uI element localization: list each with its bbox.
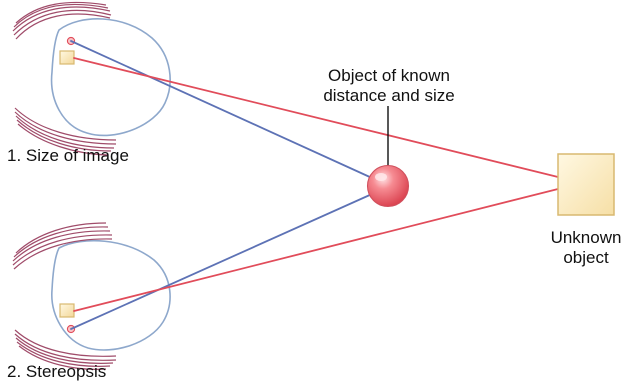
unknown-object-label-line-2: object (563, 248, 609, 267)
top-red-ray (73, 57, 559, 178)
bottom-eye-retinal-image-square (59, 303, 75, 318)
top-eye (12, 1, 171, 156)
known-object-label-line-2: distance and size (323, 86, 455, 105)
top-blue-ray (70, 40, 373, 179)
unknown-object-square (557, 153, 615, 216)
top-eyelashes-upper (12, 1, 112, 40)
bottom-eyelashes-upper (12, 222, 113, 270)
top-eyelashes-lower (14, 107, 117, 156)
sphere-highlight (375, 173, 387, 181)
top-eye-outline (50, 18, 171, 137)
bottom-red-ray (73, 188, 559, 312)
known-object-sphere (366, 164, 410, 208)
bottom-eye (12, 222, 171, 370)
bottom-blue-ray (70, 193, 373, 330)
bottom-eye-outline (51, 239, 171, 351)
stereopsis-label: 2. Stereopsis (7, 362, 107, 381)
known-object-label-line-1: Object of known (328, 66, 450, 85)
bottom-eyelashes-lower (14, 329, 117, 370)
size-of-image-label: 1. Size of image (7, 146, 129, 165)
top-eye-retinal-image-square (59, 50, 75, 65)
light-rays (70, 40, 559, 330)
unknown-object-label-line-1: Unknown (550, 228, 622, 247)
